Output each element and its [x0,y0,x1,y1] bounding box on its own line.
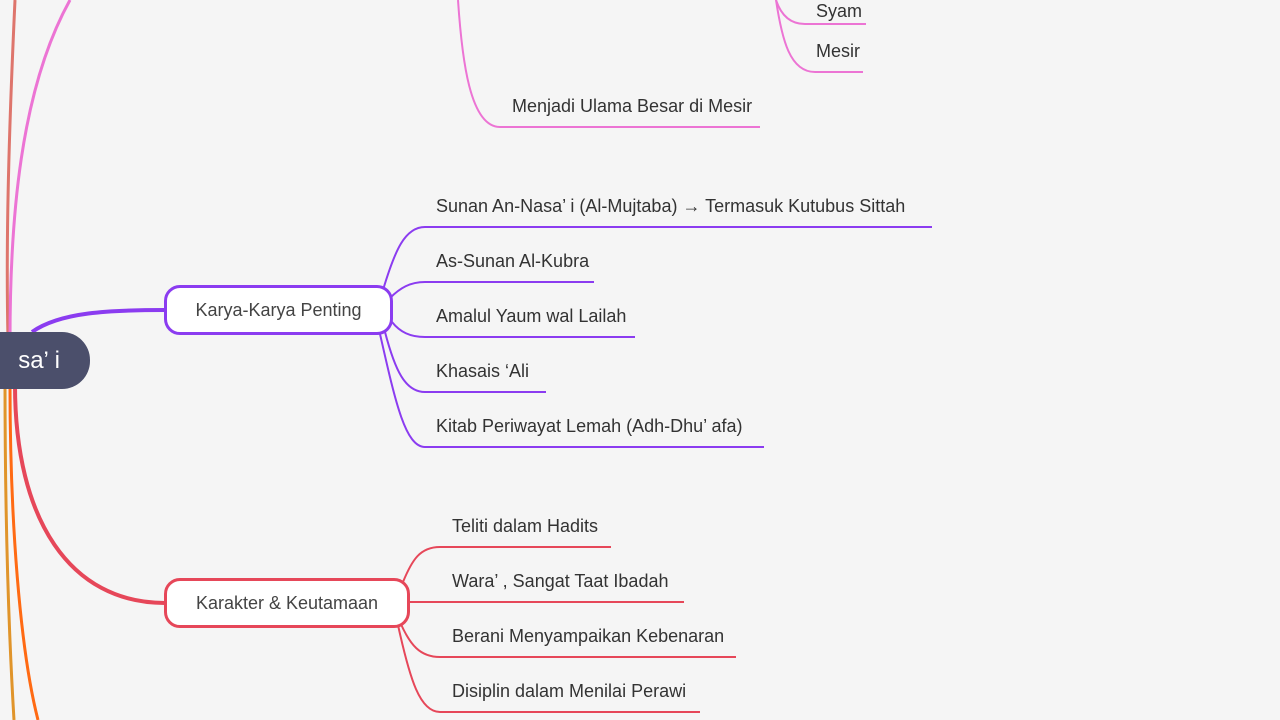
karya-item[interactable]: As-Sunan Al-Kubra [436,251,590,271]
karya-item[interactable]: Khasais ‘Ali [436,361,530,381]
karakter-item[interactable]: Wara’ , Sangat Taat Ibadah [452,571,669,591]
connector-rose [5,0,17,341]
karya-item[interactable]: Amalul Yaum wal Lailah [436,306,627,326]
karya-item[interactable]: Sunan An-Nasa’ i (Al-Mujtaba) → Termasuk… [436,196,906,216]
connector-pink-main [8,0,72,341]
node-karakter-keutamaan[interactable]: Karakter & Keutamaan [164,578,410,628]
topic-syam[interactable]: Syam [816,1,863,21]
connector-mesir [775,0,863,73]
node-label: Karya-Karya Penting [195,299,362,320]
connector-karakter-4 [397,624,700,713]
node-label: Karakter & Keutamaan [195,592,379,613]
connector-karya-2 [389,281,594,299]
karakter-item[interactable]: Disiplin dalam Menilai Perawi [452,681,687,701]
node-karya-karya-penting[interactable]: Karya-Karya Penting [164,285,393,335]
connector-karya-3 [391,321,635,338]
connector-karakter [13,384,166,605]
root-node[interactable]: sa’ i [0,332,90,389]
connector-karya-4 [384,331,546,393]
connector-karya-1 [382,226,932,291]
connector-karakter-1 [402,546,611,583]
karakter-item[interactable]: Teliti dalam Hadits [452,516,599,536]
connector-orange [8,384,40,720]
connector-karakter-3 [399,621,736,658]
karya-item[interactable]: Kitab Periwayat Lemah (Adh-Dhu’ afa) [436,416,743,436]
connector-karya-5 [379,333,764,448]
connector-ulama [457,0,760,128]
topic-ulama-besar[interactable]: Menjadi Ulama Besar di Mesir [512,96,753,116]
topic-mesir[interactable]: Mesir [816,41,860,61]
connector-karya [30,308,166,334]
karakter-item[interactable]: Berani Menyampaikan Kebenaran [452,626,725,646]
connector-amber [3,379,16,720]
root-label: sa’ i [18,346,60,374]
